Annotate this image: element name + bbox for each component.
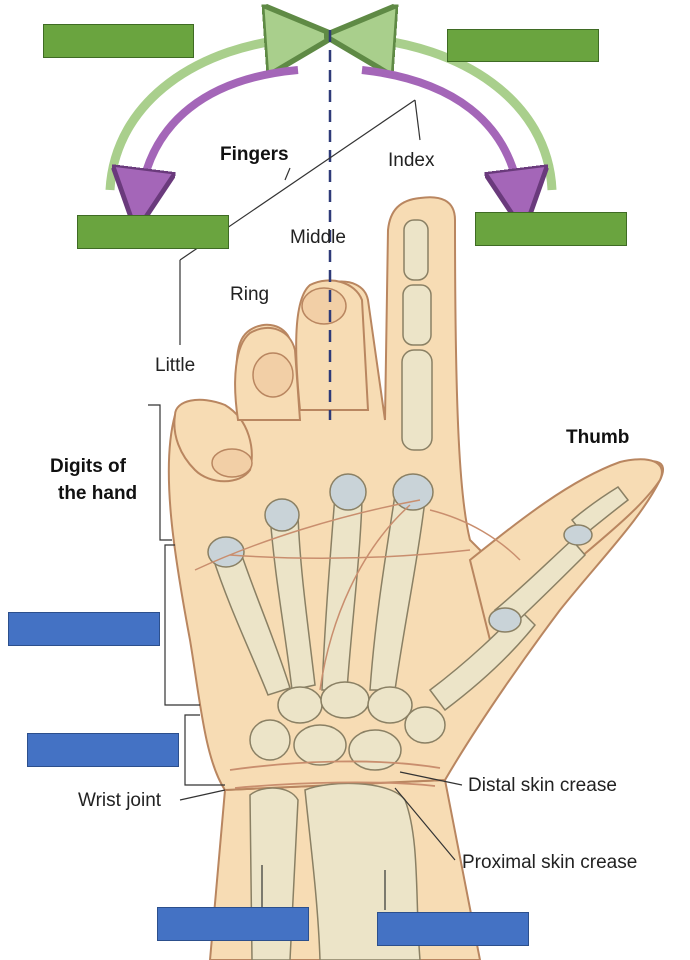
thumb-bones (488, 486, 630, 633)
answer-box-mid-left[interactable] (77, 215, 229, 249)
index-label: Index (388, 150, 435, 171)
answer-box-ulna[interactable] (157, 907, 309, 941)
little-label: Little (155, 355, 195, 376)
answer-box-mid-right[interactable] (475, 212, 627, 246)
answer-box-radius[interactable] (377, 912, 529, 946)
tendons (194, 499, 521, 691)
movement-arrows (105, 38, 557, 200)
abduction-arrow-left (105, 38, 300, 191)
little-fingernail (211, 448, 253, 478)
metacarpal-bones (211, 494, 537, 712)
carpal-bones (249, 681, 446, 771)
answer-box-top-left[interactable] (43, 24, 194, 58)
wrist-joint-label: Wrist joint (78, 790, 162, 811)
distal-skin-crease (229, 760, 441, 771)
proximal-skin-crease (234, 781, 436, 789)
middle-fingernail (301, 287, 347, 325)
answer-box-carpal[interactable] (27, 733, 179, 767)
digits-label-line1: Digits of (50, 456, 127, 477)
ring-fingernail (252, 352, 294, 398)
index-finger-bones (401, 219, 433, 451)
abduction-arrow-right (360, 38, 557, 191)
ring-label: Ring (230, 284, 269, 305)
digits-label-line2: the hand (58, 483, 137, 504)
fingers-label: Fingers (220, 144, 289, 165)
answer-box-palm[interactable] (8, 612, 160, 646)
adduction-arrow-left (140, 66, 299, 200)
hand (167, 196, 665, 960)
adduction-arrow-right (361, 66, 520, 200)
answer-box-top-right[interactable] (447, 29, 599, 62)
proximal-skin-crease-label: Proximal skin crease (462, 852, 637, 873)
skin-creases (229, 760, 441, 789)
thumb-label: Thumb (566, 427, 629, 448)
middle-label: Middle (290, 227, 346, 248)
metacarpal-heads (207, 473, 434, 568)
distal-skin-crease-label: Distal skin crease (468, 775, 617, 796)
